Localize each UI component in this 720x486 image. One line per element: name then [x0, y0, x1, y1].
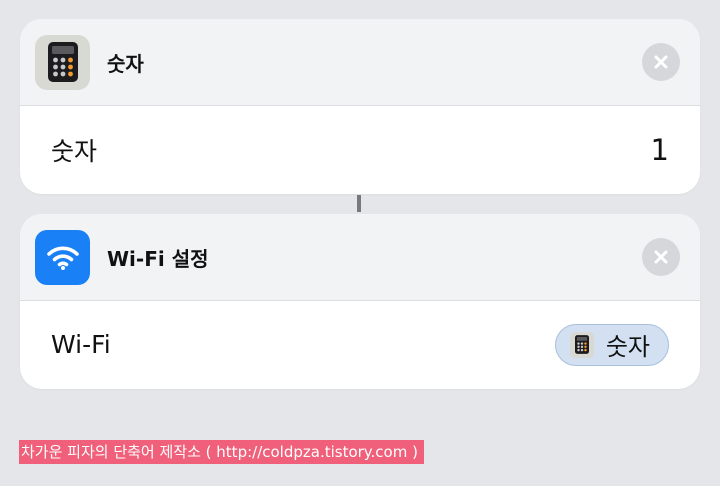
variable-token-label: 숫자	[605, 333, 650, 361]
remove-wifi-action-button[interactable]	[642, 238, 680, 276]
number-parameter-row[interactable]: 숫자 1	[20, 106, 700, 193]
watermark-caption: 차가운 피자의 단축어 제작소 ( http://coldpza.tistory…	[19, 440, 424, 464]
number-parameter-label: 숫자	[51, 136, 98, 166]
wifi-action-header: Wi-Fi 설정	[20, 214, 700, 301]
wifi-action-title: Wi-Fi 설정	[107, 246, 209, 271]
calculator-icon	[569, 331, 594, 358]
number-action-card[interactable]: 숫자 숫자 1	[20, 19, 700, 194]
wifi-action-card[interactable]: Wi-Fi 설정 Wi-Fi	[20, 214, 700, 389]
action-connector	[357, 195, 361, 212]
number-variable-token[interactable]: 숫자	[554, 323, 669, 366]
wifi-parameter-label: Wi-Fi	[51, 330, 111, 359]
remove-number-action-button[interactable]	[642, 43, 680, 81]
close-icon	[654, 250, 668, 264]
wifi-parameter-row[interactable]: Wi-Fi	[20, 301, 700, 388]
number-action-title: 숫자	[107, 51, 144, 76]
wifi-icon	[35, 229, 90, 285]
number-action-header: 숫자	[20, 19, 700, 106]
close-icon	[654, 55, 668, 69]
number-value-field[interactable]: 1	[650, 132, 669, 167]
calculator-icon	[35, 34, 90, 90]
